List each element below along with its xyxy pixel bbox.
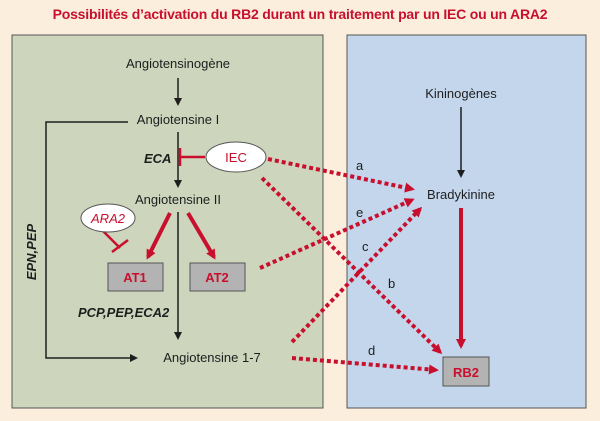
arrow-ang2-to-at2 <box>186 211 216 260</box>
ara2-label: ARA2 <box>90 211 126 226</box>
rb2-label: RB2 <box>453 365 479 380</box>
at1-box <box>107 262 164 292</box>
node-angiotensine-1: Angiotensine I <box>137 112 219 127</box>
arrow-ang2-to-at1 <box>146 212 172 260</box>
path-label-a: a <box>356 158 364 173</box>
right-panel <box>346 34 587 409</box>
path-label-c: c <box>362 239 369 254</box>
at2-box <box>189 262 246 292</box>
path-d-arrow <box>291 356 439 375</box>
at2-label: AT2 <box>205 270 229 285</box>
ara2-inhibits-at1-line <box>101 229 121 249</box>
node-angiotensine-1-7: Angiotensine 1-7 <box>163 350 261 365</box>
enzyme-pcp-pep-eca2: PCP,PEP,ECA2 <box>78 305 170 320</box>
node-bradykinine: Bradykinine <box>427 187 495 202</box>
iec-label: IEC <box>225 150 247 165</box>
node-kininogenes: Kininogènes <box>425 86 497 101</box>
at1-label: AT1 <box>123 270 147 285</box>
diagram-title: Possibilités d’activation du RB2 durant … <box>52 6 548 22</box>
node-angiotensine-2: Angiotensine II <box>135 192 221 207</box>
rb2-box <box>442 356 490 387</box>
arrow-epn-pep-bypass <box>45 121 138 362</box>
iec-ellipse <box>205 141 267 173</box>
ara2-ellipse <box>80 203 136 233</box>
path-c-arrow <box>290 206 423 344</box>
path-a-arrow <box>267 157 415 193</box>
enzyme-eca: ECA <box>144 151 171 166</box>
ara2-inhibits-at1-bar <box>111 239 129 253</box>
path-label-b: b <box>388 276 395 291</box>
enzyme-epn-pep: EPN,PEP <box>24 223 39 280</box>
path-label-e: e <box>356 205 363 220</box>
node-angiotensinogene: Angiotensinogène <box>126 56 230 71</box>
path-label-d: d <box>368 343 375 358</box>
